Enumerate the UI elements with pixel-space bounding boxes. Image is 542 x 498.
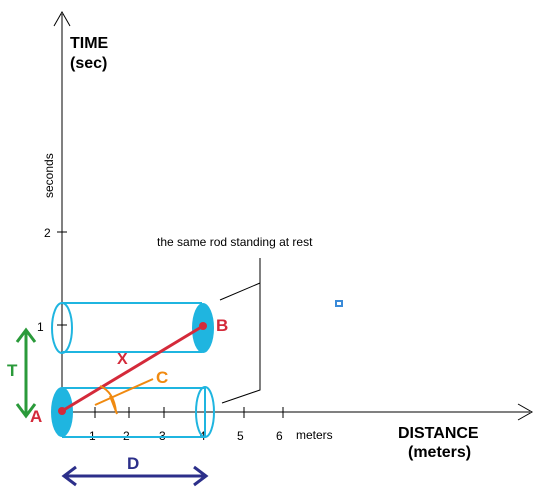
y-axis-title-line1: TIME: [70, 35, 109, 52]
annotation-bracket: [219, 258, 261, 404]
label-a: A: [30, 407, 42, 426]
label-t: T: [7, 361, 18, 380]
y-axis-title-line2: (sec): [70, 55, 107, 72]
worldline-x: [61, 324, 204, 413]
distance-axis-arrow: [517, 403, 534, 421]
x-axis-title-line2: (meters): [408, 444, 471, 461]
event-a-dot: [58, 407, 66, 415]
x-tick-label-6: 6: [276, 429, 283, 443]
small-square-icon-inner: [337, 302, 341, 305]
d-double-arrow: [61, 465, 209, 487]
rod-upper: [51, 302, 202, 354]
label-b: B: [216, 316, 228, 335]
label-c: C: [156, 368, 168, 387]
y-unit-label: seconds: [42, 153, 56, 198]
x-unit-label: meters: [296, 428, 333, 442]
time-axis-arrow: [53, 10, 71, 27]
rest-rod-annotation: the same rod standing at rest: [157, 235, 313, 249]
label-d: D: [127, 454, 139, 473]
y-tick-label-2: 2: [44, 226, 51, 240]
label-x: X: [117, 351, 128, 368]
event-b-dot: [199, 322, 207, 330]
t-double-arrow: [15, 327, 37, 419]
x-axis-title-line1: DISTANCE: [398, 425, 479, 442]
c-tick: [109, 395, 118, 415]
c-marker-line: [94, 378, 154, 406]
y-tick-label-1: 1: [37, 320, 44, 334]
x-tick-label-5: 5: [237, 429, 244, 443]
